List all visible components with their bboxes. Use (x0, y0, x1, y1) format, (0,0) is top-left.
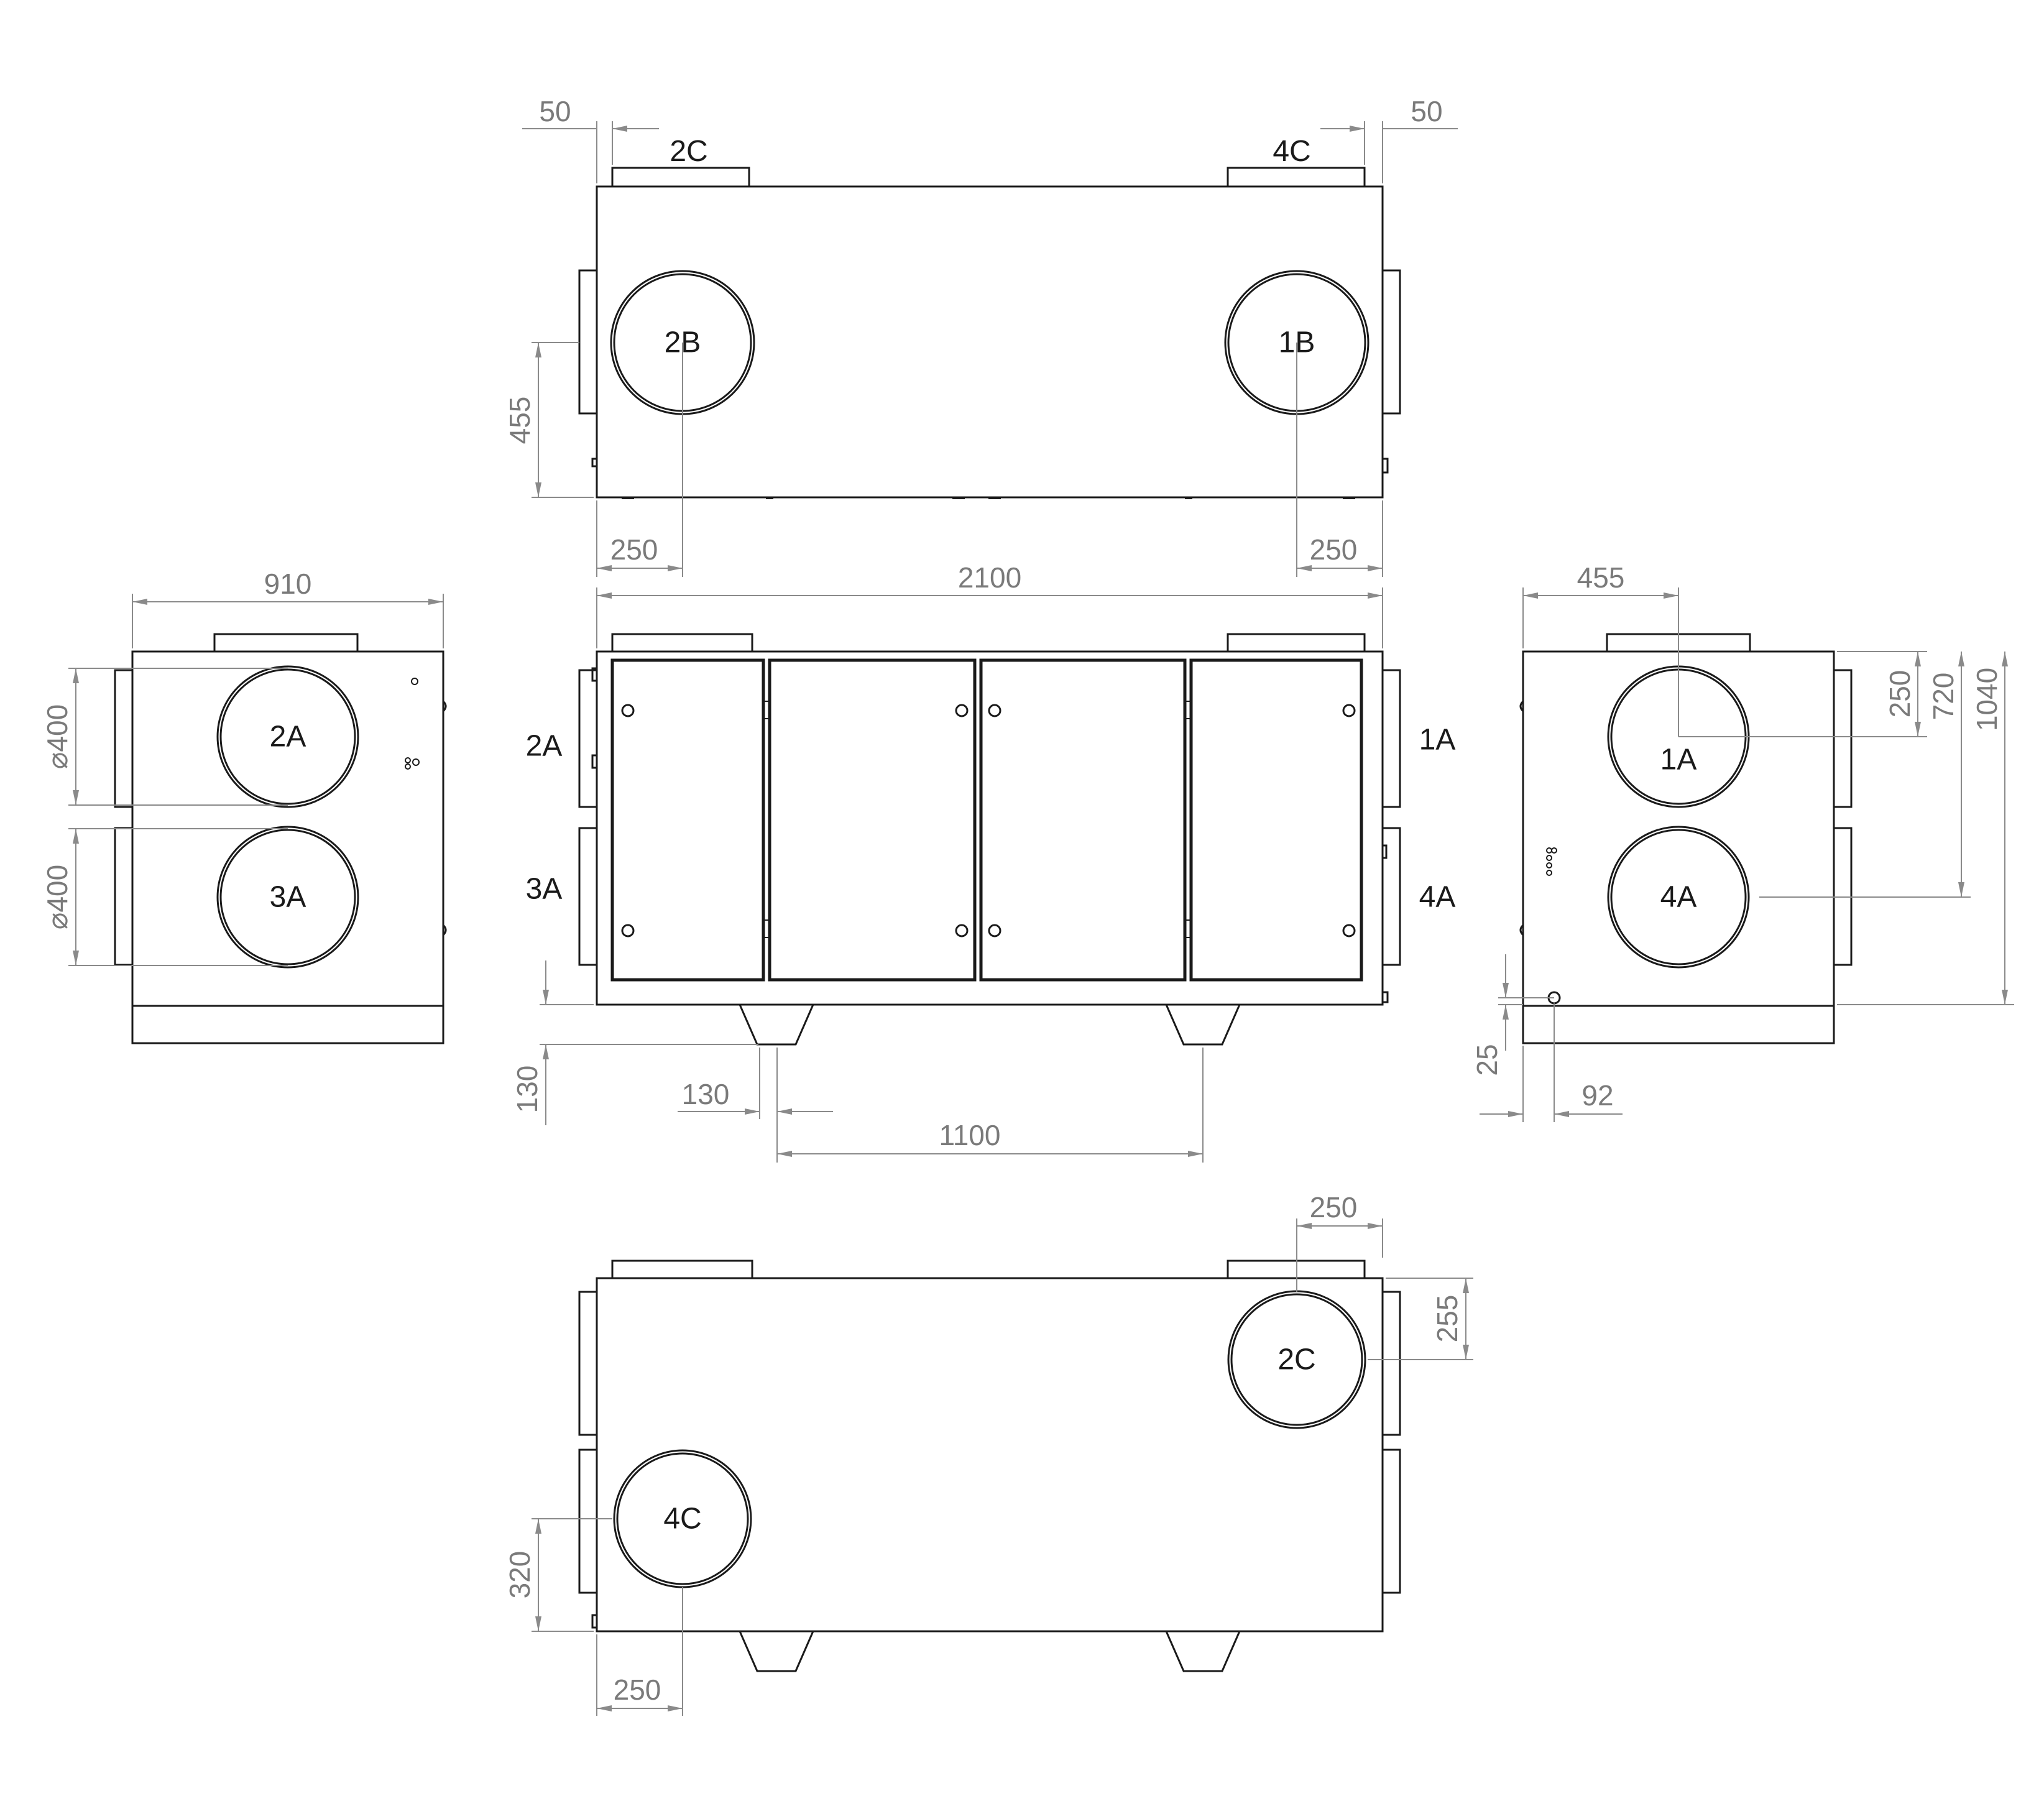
port-3a-side-circle (216, 826, 359, 969)
port-label-3a-front: 3A (526, 873, 563, 906)
dim-dia-400-lower: ⌀400 (41, 865, 73, 929)
dim-25: 25 (1471, 1044, 1503, 1076)
port-label-1a-front: 1A (1419, 724, 1456, 757)
port-2a-side-circle (216, 665, 359, 808)
dim-50-left: 50 (539, 95, 571, 127)
port-label-2c-bottom: 2C (1278, 1343, 1315, 1376)
dim-250-right: 250 (1884, 670, 1916, 718)
port-label-4a-side: 4A (1660, 881, 1697, 914)
bottom-view: 2C 4C (578, 1260, 1401, 1672)
dim-250-top-right: 250 (1310, 533, 1358, 566)
port-label-2a-front: 2A (526, 730, 563, 763)
dim-455-top: 455 (504, 397, 536, 444)
dim-250-bottom-left: 250 (614, 1674, 661, 1706)
port-label-1a-side: 1A (1660, 744, 1697, 776)
left-side-dimensions: 910 ⌀400 ⌀400 (41, 568, 444, 966)
right-side-dimensions: 455 250 720 1040 25 92 (1471, 561, 2014, 1122)
dim-320: 320 (504, 1551, 536, 1599)
port-label-4a-front: 4A (1419, 881, 1456, 914)
port-label-4c: 4C (1273, 135, 1310, 168)
top-view: 2B 1B 2C 4C (578, 135, 1401, 499)
dim-250-bottom-top: 250 (1310, 1191, 1358, 1223)
dim-255: 255 (1431, 1295, 1463, 1343)
top-view-dimensions: 50 50 455 250 250 (504, 95, 1458, 577)
dim-720: 720 (1927, 673, 1959, 721)
port-label-3a-side: 3A (270, 881, 306, 914)
dim-250-top-left: 250 (610, 533, 658, 566)
dim-910: 910 (264, 568, 312, 600)
dim-130-width: 130 (682, 1078, 730, 1110)
front-view: 2A 3A 1A 4A (526, 633, 1456, 1046)
dim-92: 92 (1581, 1079, 1613, 1112)
port-label-2c: 2C (670, 135, 707, 168)
dim-130-height: 130 (511, 1066, 543, 1113)
dim-dia-400-upper: ⌀400 (41, 704, 73, 769)
dim-455-right: 455 (1577, 561, 1625, 594)
port-label-4c-bottom: 4C (663, 1503, 701, 1536)
dim-2100: 2100 (958, 561, 1021, 594)
dim-1100: 1100 (939, 1119, 1001, 1151)
front-view-dimensions: 2100 130 130 1100 (511, 561, 1383, 1163)
port-label-2a-side: 2A (270, 721, 306, 753)
dim-1040: 1040 (1971, 668, 2003, 731)
left-side-view: 2A 3A (114, 633, 447, 1044)
right-side-view: 1A 4A (1519, 633, 1853, 1044)
bottom-view-dimensions: 250 255 320 250 (504, 1191, 1473, 1716)
dim-50-right: 50 (1411, 95, 1442, 127)
port-4a-side-circle (1607, 826, 1750, 969)
